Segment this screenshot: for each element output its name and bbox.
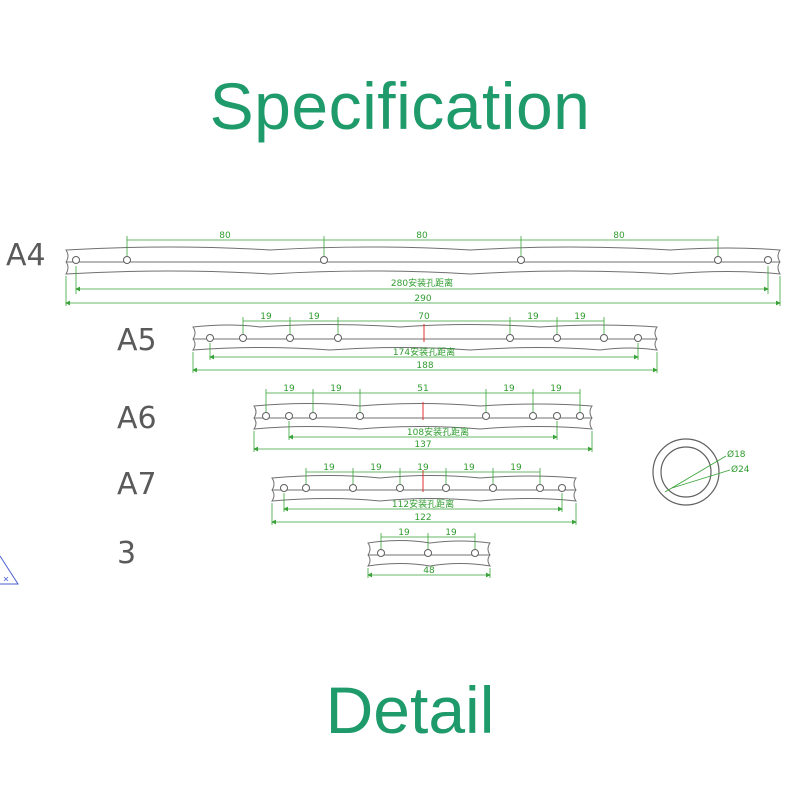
- dim-top-a4-1: 80: [219, 231, 231, 241]
- hole: [72, 256, 80, 264]
- ring-outer-dim: Ø24: [731, 464, 750, 475]
- part-a5: A5 19 19 70 19 19 174安装孔距离: [117, 312, 659, 373]
- dim-inner-a5: 174安装孔距离: [393, 346, 455, 358]
- hole: [471, 549, 479, 557]
- hole-row-a7: [280, 484, 566, 492]
- dim-overall-a5: 188: [416, 361, 433, 371]
- dim-overall-a4: 290: [414, 294, 431, 304]
- hole: [489, 484, 497, 492]
- hole: [123, 256, 131, 264]
- dim-top-a7-3: 19: [417, 463, 429, 473]
- dim-top-a6-5: 19: [550, 384, 562, 394]
- bar-outline-a5: [192, 324, 659, 351]
- part-label-a4: A4: [6, 238, 46, 273]
- dim-top-a7-5: 19: [510, 463, 522, 473]
- part-a6: A6 19 19 51 19 19 108安装孔距离: [117, 384, 593, 452]
- bar-outline-a4: [65, 246, 781, 275]
- dim-top-a5-1: 19: [260, 312, 272, 322]
- dim-top-a6-3: 51: [417, 384, 428, 394]
- dim-inner-a4: 280安装孔距离: [391, 277, 453, 289]
- part-label-3: 3: [117, 536, 136, 571]
- dim-top-a7-4: 19: [463, 463, 475, 473]
- page-title: Specification: [209, 69, 591, 143]
- ring-inner-dim: Ø18: [727, 449, 746, 460]
- part-label-a5: A5: [117, 323, 157, 358]
- hole: [553, 334, 561, 342]
- bar-outline-a7: [271, 475, 578, 502]
- hole: [600, 334, 608, 342]
- hole: [309, 412, 317, 420]
- hole-row-a5: [206, 334, 642, 342]
- hole: [396, 484, 404, 492]
- hole: [714, 256, 722, 264]
- hole: [356, 412, 364, 420]
- ring-detail: Ø18 Ø24: [652, 438, 750, 506]
- part-label-a7: A7: [117, 467, 157, 502]
- ucs-axis-icon: [0, 555, 19, 585]
- hole: [206, 334, 214, 342]
- hole: [377, 549, 385, 557]
- hole: [320, 256, 328, 264]
- dim-top-a5-2: 19: [308, 312, 320, 322]
- hole: [302, 484, 310, 492]
- hole-center: [424, 549, 432, 557]
- hole: [764, 256, 772, 264]
- dim-inner-a7: 112安装孔距离: [392, 498, 454, 510]
- hole: [576, 412, 584, 420]
- hole: [442, 484, 450, 492]
- dim-top-3-2: 19: [445, 528, 457, 538]
- hole: [239, 334, 247, 342]
- dim-top-a6-2: 19: [330, 384, 342, 394]
- hole: [553, 412, 561, 420]
- hole-row-a6: [262, 412, 584, 420]
- dim-top-a6-1: 19: [283, 384, 295, 394]
- bar-outline-3: [366, 540, 492, 567]
- dim-top-a4-3: 80: [613, 231, 625, 241]
- bar-outline-a6: [253, 403, 593, 430]
- dim-top-a4-2: 80: [416, 231, 428, 241]
- dim-top-a5-4: 19: [527, 312, 539, 322]
- hole: [517, 256, 525, 264]
- dim-top-a6-4: 19: [503, 384, 515, 394]
- dim-top-a7-1: 19: [323, 463, 335, 473]
- hole: [634, 334, 642, 342]
- dim-inner-a6: 108安装孔距离: [407, 426, 469, 438]
- dim-top-a7-2: 19: [370, 463, 382, 473]
- dim-overall-a7: 122: [414, 513, 431, 523]
- hole: [529, 412, 537, 420]
- hole: [262, 412, 270, 420]
- dim-overall-a6: 137: [414, 440, 431, 450]
- hole-row-3: [377, 549, 479, 557]
- hole: [536, 484, 544, 492]
- dim-top-3-1: 19: [398, 528, 410, 538]
- part-a4: A4 80 80 80 280安装孔距离 290: [6, 231, 781, 306]
- ring-outer: [652, 438, 720, 506]
- hole: [286, 334, 294, 342]
- hole: [482, 412, 490, 420]
- hole: [506, 334, 514, 342]
- part-a7: A7 19 19 19 19 19 112安装孔距离: [117, 463, 578, 525]
- hole: [280, 484, 288, 492]
- hole: [334, 334, 342, 342]
- dim-top-a5-5: 19: [574, 312, 586, 322]
- hole-row-a4: [72, 256, 772, 264]
- hole: [558, 484, 566, 492]
- part-label-a6: A6: [117, 401, 157, 436]
- hole: [349, 484, 357, 492]
- ring-inner: [660, 446, 712, 498]
- dim-overall-3: 48: [423, 566, 435, 576]
- part-3: 3 19 19 48: [117, 528, 492, 578]
- hole: [285, 412, 293, 420]
- dim-top-a5-3: 70: [418, 312, 430, 322]
- page-footer-title: Detail: [325, 673, 495, 747]
